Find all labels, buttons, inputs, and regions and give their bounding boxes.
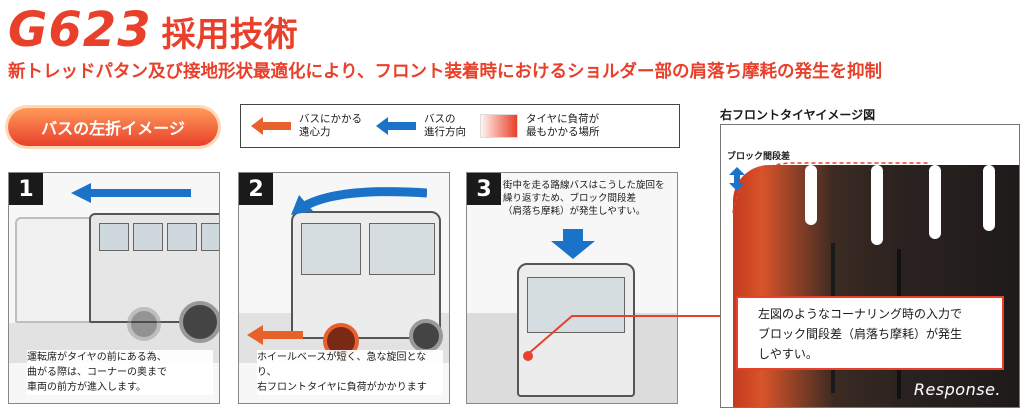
bus-turning-illustration <box>291 211 441 339</box>
legend-centrifugal: バスにかかる 遠心力 <box>251 113 362 139</box>
step-caption: ホイールベースが短く、急な旋回となり、 右フロントタイヤに負荷がかかります <box>257 350 443 395</box>
tread-groove <box>871 165 883 245</box>
legend-load-label: タイヤに負荷が 最もかかる場所 <box>526 113 600 138</box>
step-caption: 街中を走る路線バスはこうした旋回を 繰り返すため、ブロック間段差 （肩落ち摩耗）… <box>503 180 665 217</box>
tread-groove <box>805 165 817 225</box>
legend: バスにかかる 遠心力 バスの 進行方向 タイヤに負荷が 最もかかる場所 <box>240 104 680 148</box>
bus-front-illustration <box>517 263 635 397</box>
step-panel-1: 1 運転席がタイヤの前にある為、 曲がる際は、コーナーの奥まで 車両の前方が進入… <box>8 172 220 404</box>
blue-arrow-left-icon <box>376 117 416 135</box>
load-point-marker <box>523 351 533 361</box>
step-caption: 運転席がタイヤの前にある為、 曲がる際は、コーナーの奥まで 車両の前方が進入しま… <box>27 350 213 395</box>
blue-curved-arrow-icon <box>291 187 427 215</box>
blue-arrow-left-icon <box>71 183 191 203</box>
bus-wheel <box>127 307 161 341</box>
double-arrow-vertical-icon <box>729 167 745 191</box>
subtitle: 新トレッドパタン及び接地形状最適化により、フロント装着時におけるショルダー部の肩… <box>8 62 882 82</box>
tire-original-profile <box>732 162 929 214</box>
right-tire-title: 右フロントタイヤイメージ図 <box>720 108 876 122</box>
tread-groove <box>983 165 995 231</box>
legend-centrifugal-label: バスにかかる 遠心力 <box>299 113 362 138</box>
tread-groove <box>929 165 941 239</box>
legend-direction: バスの 進行方向 <box>376 113 466 139</box>
step-panel-2: 2 ホイールベースが短く、急な旋回となり、 右フロントタイヤに負荷がかかります <box>238 172 450 404</box>
step-number: 3 <box>467 173 501 205</box>
gradient-swatch-icon <box>480 114 518 138</box>
legend-load: タイヤに負荷が 最もかかる場所 <box>480 113 600 139</box>
legend-direction-label: バスの 進行方向 <box>424 113 466 138</box>
step-number: 2 <box>239 173 273 205</box>
response-watermark: Response. <box>913 380 1001 399</box>
blue-arrow-down-icon <box>551 229 595 259</box>
title-model: G623 <box>8 2 152 58</box>
title-suffix: 採用技術 <box>161 15 298 55</box>
bus-left-turn-badge: バスの左折イメージ <box>8 108 218 146</box>
orange-arrow-left-icon <box>247 325 303 345</box>
tire-callout: 左図のようなコーナリング時の入力で ブロック間段差（肩落ち摩耗）が発生 しやすい… <box>736 296 1004 370</box>
step-panel-3: 3 街中を走る路線バスはこうした旋回を 繰り返すため、ブロック間段差 （肩落ち摩… <box>466 172 678 404</box>
orange-arrow-left-icon <box>251 117 291 135</box>
bus-wheel <box>179 301 219 343</box>
step-number: 1 <box>9 173 43 205</box>
block-step-label: ブロック間段差 <box>727 152 791 162</box>
page-title: G623 採用技術 <box>8 2 298 58</box>
